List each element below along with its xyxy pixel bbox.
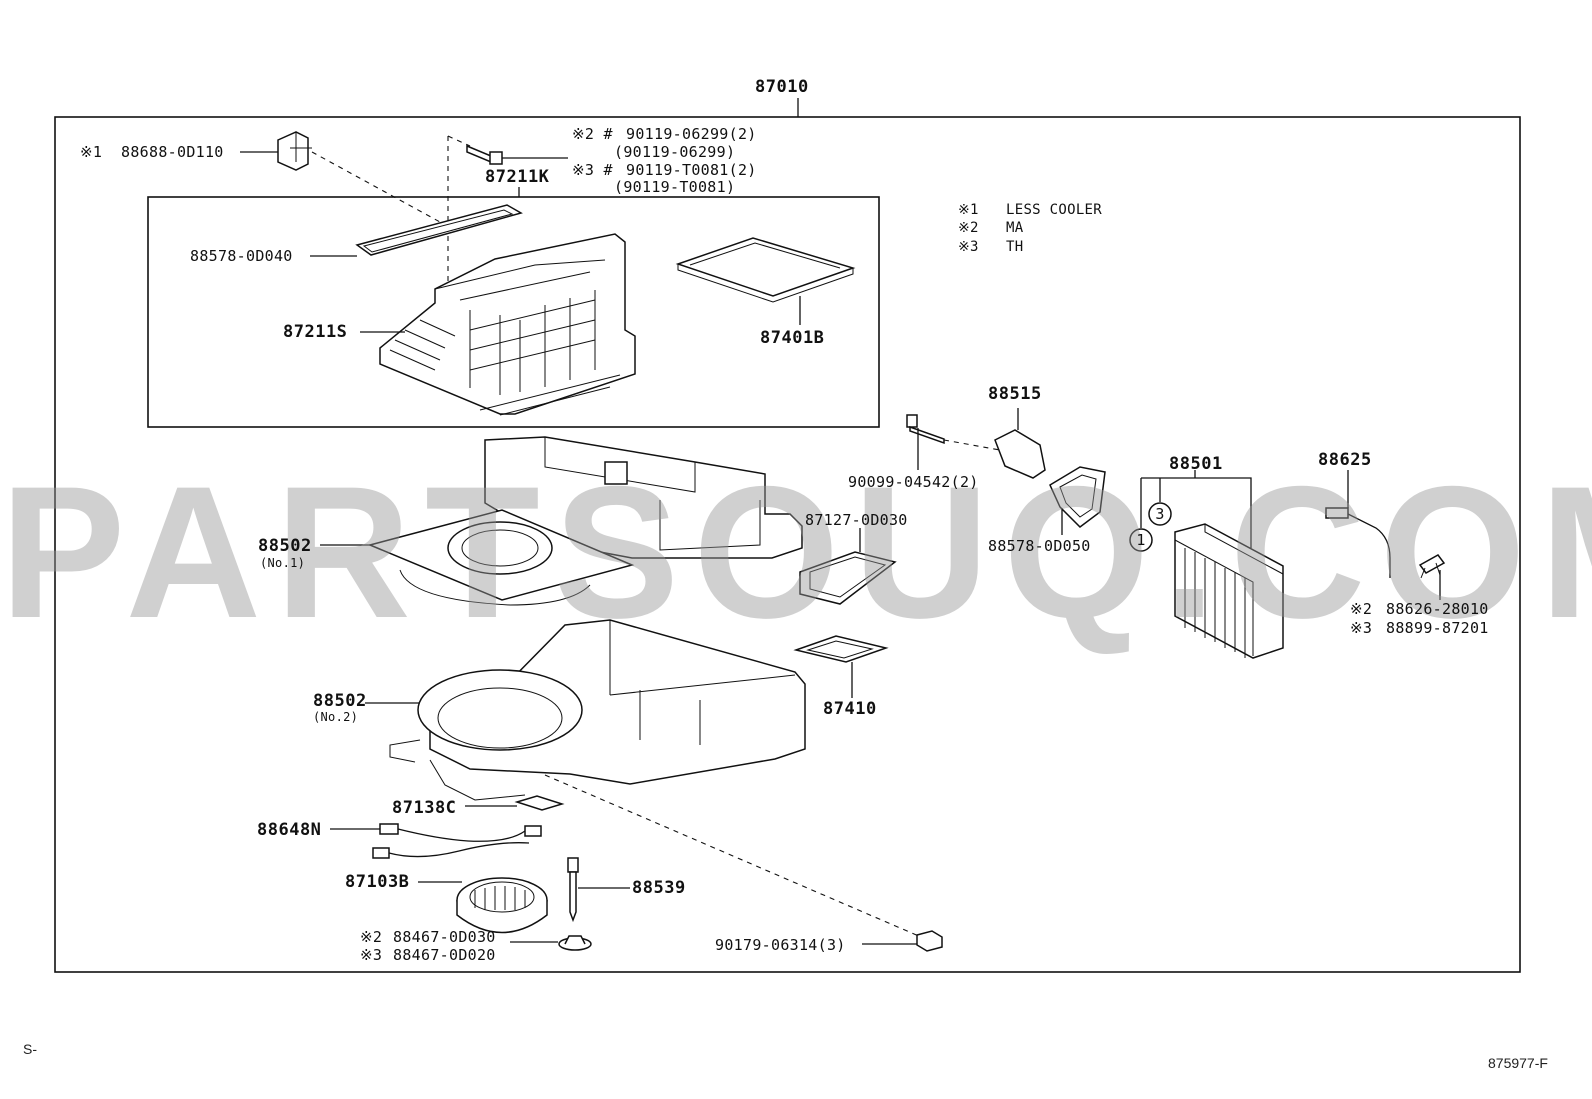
subassembly-frame (147, 196, 880, 428)
label-90099-04542[interactable]: 90099-04542(2) (848, 473, 979, 491)
label-87127-0D030[interactable]: 87127-0D030 (805, 511, 908, 529)
label-90179-06314[interactable]: 90179-06314(3) (715, 936, 846, 954)
evaporator-88501-drawing (1129, 470, 1284, 659)
part-88515-drawing (906, 408, 1046, 479)
thermistor-88625-drawing (1325, 470, 1446, 600)
housing-88502-no1-drawing (320, 436, 803, 606)
circle-mark-1: 1 (1136, 531, 1146, 549)
label-87211S[interactable]: 87211S (283, 322, 348, 342)
ref-mark-2-88626: ※2 (1350, 600, 1373, 618)
label-88626-28010[interactable]: 88626-28010 (1386, 600, 1489, 618)
assembly-frame (54, 116, 1521, 973)
label-88467-0D020[interactable]: 88467-0D020 (393, 946, 496, 964)
corner-right-code: 875977-F (1488, 1055, 1548, 1071)
label-90119-T0081-alt[interactable]: (90119-T0081) (614, 178, 736, 196)
label-90119-06299-alt[interactable]: (90119-06299) (614, 143, 736, 161)
blower-87103B-drawing (418, 877, 548, 934)
label-88502-no2[interactable]: 88502 (313, 691, 367, 711)
label-87211K[interactable]: 87211K (485, 167, 550, 187)
label-87010[interactable]: 87010 (755, 77, 809, 97)
legend-mark-3: ※3 (958, 239, 979, 255)
label-88501[interactable]: 88501 (1169, 454, 1223, 474)
gasket-87127-drawing (799, 528, 897, 605)
label-88502-no1[interactable]: 88502 (258, 536, 312, 556)
gasket-88578-0D050-drawing (1049, 466, 1106, 535)
label-87410[interactable]: 87410 (823, 699, 877, 719)
harness-88648N-drawing (330, 823, 542, 859)
label-87138C[interactable]: 87138C (392, 798, 457, 818)
gasket-88578-0D040-drawing (310, 204, 523, 257)
ref-mark-2-hash: ※2 # (572, 125, 613, 143)
legend-mark-1: ※1 (958, 202, 979, 218)
legend-text-3: TH (1006, 239, 1024, 255)
housing-88502-no2-drawing (365, 619, 806, 801)
label-90119-T0081-2[interactable]: 90119-T0081(2) (626, 161, 757, 179)
label-88578-0D040[interactable]: 88578-0D040 (190, 247, 293, 265)
screw-88539-drawing (510, 857, 630, 951)
label-88515[interactable]: 88515 (988, 384, 1042, 404)
ref-mark-3-88467: ※3 (360, 946, 383, 964)
circle-mark-3: 3 (1155, 505, 1165, 523)
legend-text-2: MA (1006, 220, 1024, 236)
nut-90179-drawing (862, 930, 943, 952)
label-88467-0D030[interactable]: 88467-0D030 (393, 928, 496, 946)
label-88578-0D050[interactable]: 88578-0D050 (988, 537, 1091, 555)
label-88502-no1-sub: (No.1) (260, 556, 306, 570)
label-87401B[interactable]: 87401B (760, 328, 825, 348)
label-88688-0D110[interactable]: 88688-0D110 (121, 143, 224, 161)
ref-mark-2-88467: ※2 (360, 928, 383, 946)
label-88625[interactable]: 88625 (1318, 450, 1372, 470)
part-87138C-drawing (465, 774, 929, 941)
label-88539[interactable]: 88539 (632, 878, 686, 898)
ref-mark-3-hash: ※3 # (572, 161, 613, 179)
case-87211S-drawing (360, 233, 636, 416)
filter-87401B-drawing (675, 237, 856, 325)
label-87103B[interactable]: 87103B (345, 872, 410, 892)
corner-left-code: S- (23, 1041, 37, 1057)
ref-mark-3-88899: ※3 (1350, 619, 1373, 637)
legend-mark-2: ※2 (958, 220, 979, 236)
label-90119-06299-2[interactable]: 90119-06299(2) (626, 125, 757, 143)
legend-text-1: LESS COOLER (1006, 202, 1103, 218)
clip-88688-drawing (240, 131, 441, 223)
label-88899-87201[interactable]: 88899-87201 (1386, 619, 1489, 637)
label-88648N[interactable]: 88648N (257, 820, 322, 840)
part-87410-drawing (793, 635, 889, 698)
label-88502-no2-sub: (No.2) (313, 710, 359, 724)
ref-mark-1: ※1 (80, 143, 103, 161)
